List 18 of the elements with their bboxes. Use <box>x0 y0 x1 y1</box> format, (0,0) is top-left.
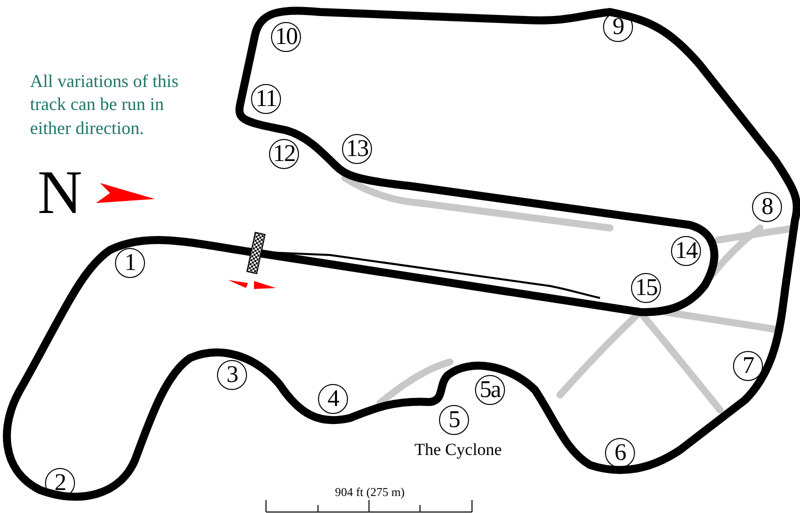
callout-number: 8 <box>752 192 782 222</box>
note-text: All variations of this track can be run in either direction. <box>30 70 180 140</box>
callout-number: 1 <box>115 248 145 278</box>
callout-number: 11 <box>251 84 281 114</box>
callout-number: 12 <box>269 139 299 169</box>
callout-number: 4 <box>318 384 348 414</box>
corner-name: The Cyclone <box>414 440 502 458</box>
scale-label: 904 ft (275 m) <box>335 486 405 498</box>
callout-number: 14 <box>671 236 701 266</box>
callout-number: 7 <box>733 351 763 381</box>
callout-number: 10 <box>271 22 301 52</box>
callout-number: 15 <box>631 273 661 303</box>
compass-letter: N <box>38 162 82 224</box>
callout-number: 5 <box>439 405 469 435</box>
callout-number: 13 <box>342 134 372 164</box>
callout-number: 3 <box>217 360 247 390</box>
callout-number: 5a <box>475 375 505 405</box>
callout-number: 6 <box>605 438 635 468</box>
